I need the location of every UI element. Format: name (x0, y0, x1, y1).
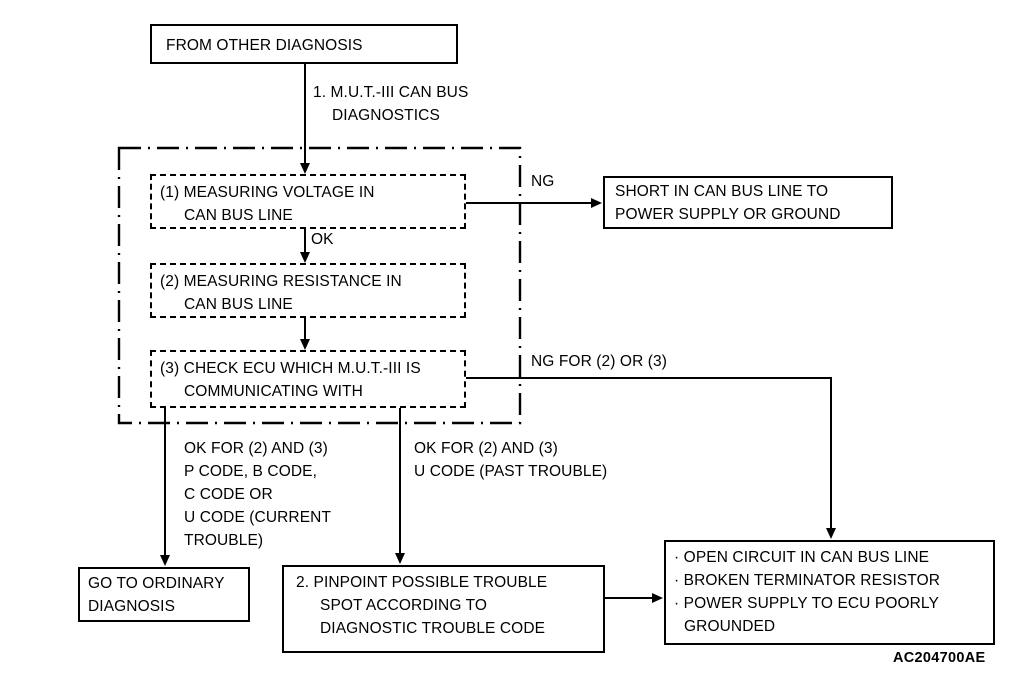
edge-label-ok-left-line4: U CODE (CURRENT (184, 509, 332, 526)
node-check1-line2: CAN BUS LINE (184, 207, 293, 224)
edge-label-ng-for-2-or-3: NG FOR (2) OR (3) (531, 353, 668, 370)
edge-label-ok-voltage: OK (311, 231, 334, 248)
node-check3-line2: COMMUNICATING WITH (184, 383, 363, 400)
edge-pinpoint-to-causes-arrowhead (652, 593, 663, 603)
node-check1-measuring-voltage (150, 174, 466, 229)
edge-check3-ng-horizontal (466, 377, 832, 379)
edge-pinpoint-to-causes (605, 597, 653, 599)
edge-label-ok-mid-line2: U CODE (PAST TROUBLE) (414, 463, 608, 480)
edge-label-ok-mid-line1: OK FOR (2) AND (3) (414, 440, 558, 457)
edge-check2-to-check3-arrowhead (300, 339, 310, 350)
edge-check1-ng-arrowhead (591, 198, 602, 208)
node-pinpoint-line3: DIAGNOSTIC TROUBLE CODE (320, 620, 546, 637)
edge-check1-to-check2-arrowhead (300, 252, 310, 263)
edge-check1-to-check2 (304, 229, 306, 254)
edge-ok-mid-vertical (399, 408, 401, 554)
edge-ok-left-arrowhead (160, 555, 170, 566)
edge-ok-left-vertical (164, 408, 166, 556)
node-short-line1: SHORT IN CAN BUS LINE TO (615, 183, 829, 200)
node-check2-line2: CAN BUS LINE (184, 296, 293, 313)
node-causes-line2: · BROKEN TERMINATOR RESISTOR (674, 572, 941, 589)
edge-check2-to-check3 (304, 318, 306, 341)
node-check2-line1: (2) MEASURING RESISTANCE IN (160, 273, 402, 290)
figure-code: AC204700AE (893, 650, 986, 666)
node-check3-check-ecu (150, 350, 466, 408)
edge-label-ok-left-line5: TROUBLE) (184, 532, 264, 549)
node-short-in-can-bus (603, 176, 893, 229)
edge-check3-ng-vertical (830, 377, 832, 529)
step1-title-line1: 1. M.U.T.-III CAN BUS (313, 84, 469, 101)
edge-check1-ng-line (466, 202, 592, 204)
node-go-to-ordinary-diagnosis (78, 567, 250, 622)
edge-label-ok-left-line1: OK FOR (2) AND (3) (184, 440, 328, 457)
edge-top-to-check1-arrowhead (300, 163, 310, 174)
node-short-line2: POWER SUPPLY OR GROUND (615, 206, 841, 223)
step1-title-line2: DIAGNOSTICS (332, 107, 440, 124)
node-pinpoint-line2: SPOT ACCORDING TO (320, 597, 488, 614)
node-check3-line1: (3) CHECK ECU WHICH M.U.T.-III IS (160, 360, 421, 377)
edge-label-ng-voltage: NG (531, 173, 555, 190)
node-possible-causes (664, 540, 995, 645)
node-causes-line4: GROUNDED (684, 618, 776, 635)
edge-label-ok-left-line2: P CODE, B CODE, (184, 463, 317, 480)
node-ordinary-line2: DIAGNOSIS (88, 598, 176, 615)
node-from-other-diagnosis-label: FROM OTHER DIAGNOSIS (166, 37, 363, 54)
node-causes-line3: · POWER SUPPLY TO ECU POORLY (674, 595, 939, 612)
edge-check3-ng-arrowhead (826, 528, 836, 539)
node-check2-measuring-resistance (150, 263, 466, 318)
edge-top-to-check1 (304, 64, 306, 164)
node-causes-line1: · OPEN CIRCUIT IN CAN BUS LINE (674, 549, 930, 566)
node-pinpoint-line1: 2. PINPOINT POSSIBLE TROUBLE (296, 574, 548, 591)
edge-ok-mid-arrowhead (395, 553, 405, 564)
node-ordinary-line1: GO TO ORDINARY (88, 575, 225, 592)
node-pinpoint-trouble-spot (282, 565, 605, 653)
edge-label-ok-left-line3: C CODE OR (184, 486, 273, 503)
node-check1-line1: (1) MEASURING VOLTAGE IN (160, 184, 375, 201)
node-from-other-diagnosis (150, 24, 458, 64)
